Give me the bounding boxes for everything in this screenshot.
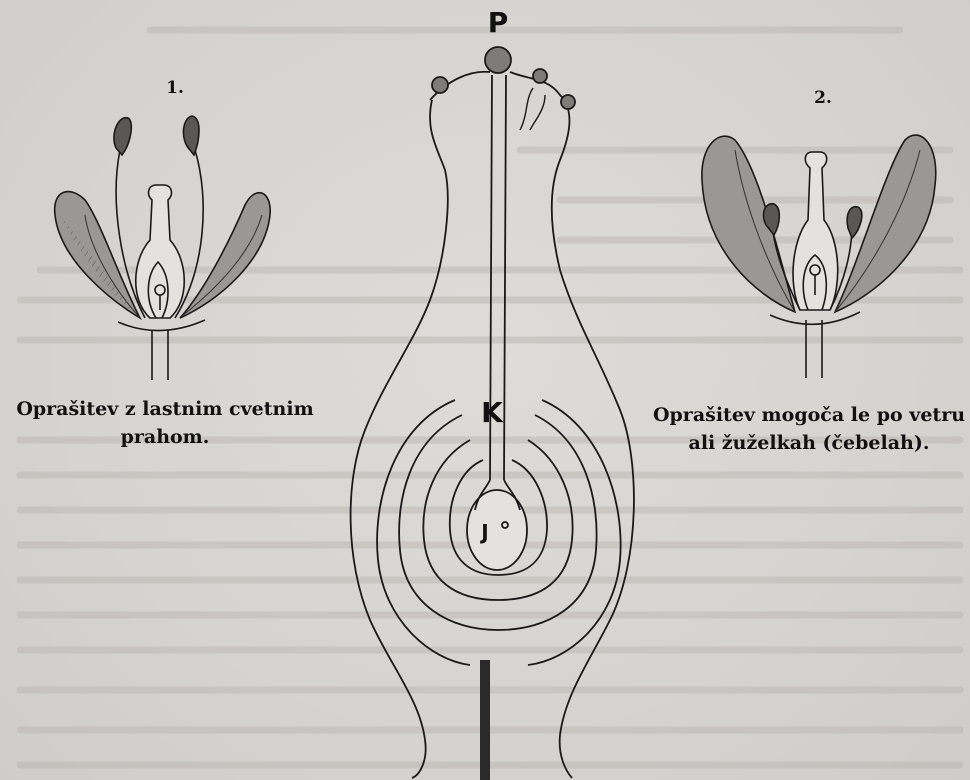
figure-2-caption-line-2: ali žuželkah (čebelah).: [650, 430, 968, 457]
figure-1-number: 1.: [160, 78, 190, 98]
figure-2-caption-line-1: Oprašitev mogoča le po vetru: [650, 402, 968, 429]
figure-1-caption-line-2: prahom.: [0, 424, 330, 451]
figure-2-number: 2.: [808, 88, 838, 108]
figure-1-caption-line-1: Oprašitev z lastnim cvetnim: [0, 396, 330, 423]
label-k-style: K: [478, 396, 506, 429]
label-j-ovule: J: [475, 520, 495, 544]
label-p-stigma: P: [485, 6, 511, 39]
